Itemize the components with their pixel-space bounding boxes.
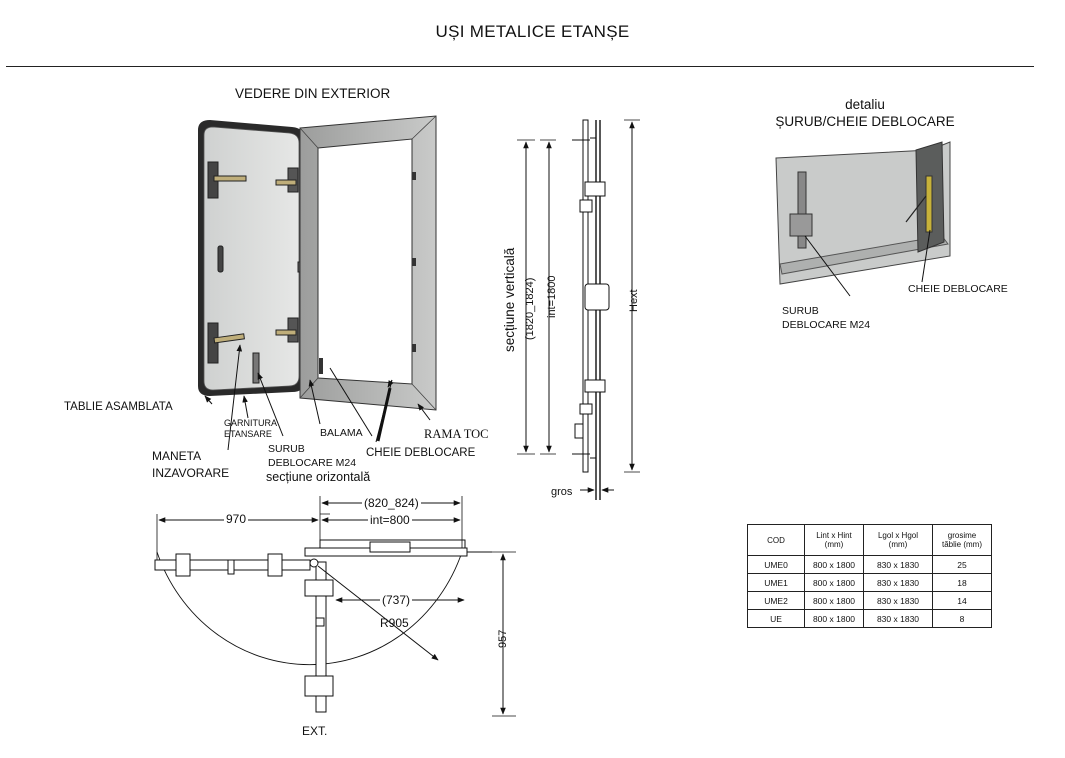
- label-maneta-inzavorare: MANETA INZAVORARE: [152, 449, 230, 480]
- table-header: Lint x Hint (mm): [804, 524, 864, 556]
- table-header: COD: [747, 524, 805, 556]
- dim-gros: gros: [551, 486, 573, 498]
- vertical-section-drawing: [517, 119, 640, 500]
- table-row: UE 800 x 1800 830 x 1830 8: [747, 609, 992, 628]
- label-tablie-asamblata: TABLIE ASAMBLATA: [64, 401, 173, 413]
- dim-970: 970: [224, 512, 249, 526]
- label-garnitura-etansare: GARNITURA ETANSARE: [224, 418, 278, 439]
- table-cell: 800 x 1800: [804, 573, 864, 592]
- dim-vertical-outer: (1820_1824): [524, 277, 536, 340]
- label-cheie-deblocare: CHEIE DEBLOCARE: [366, 447, 476, 459]
- dim-820-824: (820_824): [362, 496, 421, 510]
- door-3d-view: [198, 115, 437, 451]
- label-rama-toc: RAMA TOC: [424, 427, 489, 441]
- table-cell: UME0: [747, 555, 805, 574]
- table-cell: 14: [932, 591, 992, 610]
- table-cell: 830 x 1830: [863, 573, 933, 592]
- table-cell: 830 x 1830: [863, 591, 933, 610]
- vertical-section-title: secțiune verticală: [502, 247, 517, 352]
- table-cell: 25: [932, 555, 992, 574]
- table-row: UME2 800 x 1800 830 x 1830 14: [747, 591, 992, 610]
- table-cell: 830 x 1830: [863, 609, 933, 628]
- table-cell: 800 x 1800: [804, 609, 864, 628]
- label-surub-deblocare: SURUB DEBLOCARE M24: [268, 443, 357, 469]
- dim-737: (737): [380, 593, 413, 607]
- table-cell: 18: [932, 573, 992, 592]
- table-header: grosime tăblie (mm): [932, 524, 992, 556]
- detail-label-surub: SURUB DEBLOCARE M24: [782, 305, 871, 331]
- table-cell: 830 x 1830: [863, 555, 933, 574]
- spec-table: COD Lint x Hint (mm) Lgol x Hgol (mm) gr…: [747, 524, 992, 628]
- label-balama: BALAMA: [320, 427, 363, 439]
- table-header-row: COD Lint x Hint (mm) Lgol x Hgol (mm) gr…: [747, 524, 992, 556]
- dim-hext: Hext: [628, 289, 640, 312]
- table-cell: 800 x 1800: [804, 591, 864, 610]
- detail-label-cheie: CHEIE DEBLOCARE: [908, 283, 1008, 295]
- table-cell: UME1: [747, 573, 805, 592]
- table-cell: 800 x 1800: [804, 555, 864, 574]
- title-rule: [6, 66, 1034, 67]
- label-ext: EXT.: [302, 724, 328, 738]
- detail-title: detaliu ȘURUB/CHEIE DEBLOCARE: [775, 97, 955, 129]
- page-title: UȘI METALICE ETANȘE: [435, 22, 630, 41]
- table-cell: UE: [747, 609, 805, 628]
- dim-radius-r905: R905: [380, 616, 409, 630]
- dim-int-800: int=800: [368, 513, 412, 527]
- horizontal-section-title: secțiune orizontală: [266, 470, 371, 484]
- table-header: Lgol x Hgol (mm): [863, 524, 933, 556]
- horizontal-section-drawing: [154, 496, 516, 717]
- dim-957: 957: [497, 629, 509, 648]
- table-row: UME0 800 x 1800 830 x 1830 25: [747, 555, 992, 574]
- exterior-view-title: VEDERE DIN EXTERIOR: [235, 86, 391, 101]
- detail-drawing: [775, 141, 951, 297]
- table-cell: 8: [932, 609, 992, 628]
- table-row: UME1 800 x 1800 830 x 1830 18: [747, 573, 992, 592]
- dim-vertical-inner: int=1800: [546, 275, 558, 318]
- table-cell: UME2: [747, 591, 805, 610]
